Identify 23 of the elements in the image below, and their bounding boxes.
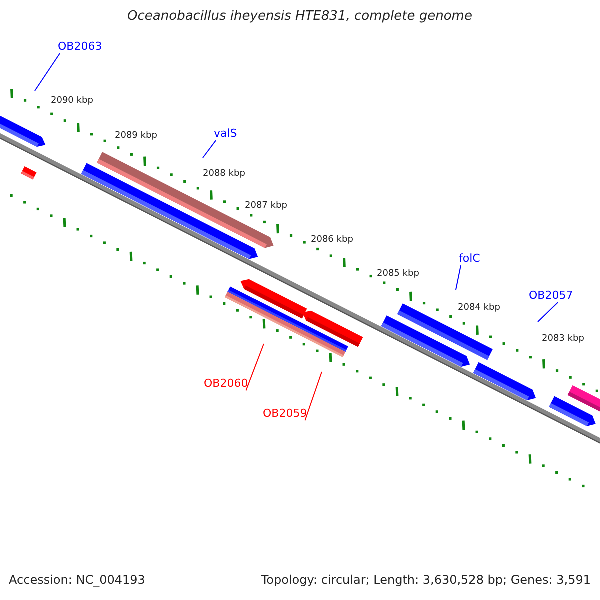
gene-label: valS [214, 128, 238, 141]
accession-text: Accession: NC_004193 [9, 574, 146, 588]
gene-label: OB2057 [529, 290, 574, 303]
gene-label: folC [459, 253, 480, 266]
leader-line [246, 344, 264, 392]
leader-line [34, 53, 60, 92]
scale-label: 2084 kbp [458, 303, 500, 314]
leader-line [304, 372, 322, 422]
scale-label: 2089 kbp [115, 131, 158, 142]
gene-label: OB2059 [263, 408, 308, 421]
leader-line [538, 302, 558, 322]
scale-label: 2090 kbp [51, 96, 94, 106]
scale-label: 2083 kbp [542, 334, 584, 344]
scale-label: 2087 kbp [245, 201, 288, 212]
leader-line [202, 140, 216, 158]
gene-label: OB2063 [58, 41, 102, 54]
scale-label: 2086 kbp [311, 235, 354, 246]
scale-label: 2085 kbp [377, 269, 420, 280]
title: Oceanobacillus iheyensis HTE831, complete genome [126, 10, 474, 25]
scale-label: 2088 kbp [203, 169, 246, 180]
genome-info-text: Topology: circular; Length: 3,630,528 bp; Genes: 3,591 [261, 574, 591, 588]
gene-label: OB2060 [204, 378, 248, 391]
leader-line [456, 265, 462, 290]
